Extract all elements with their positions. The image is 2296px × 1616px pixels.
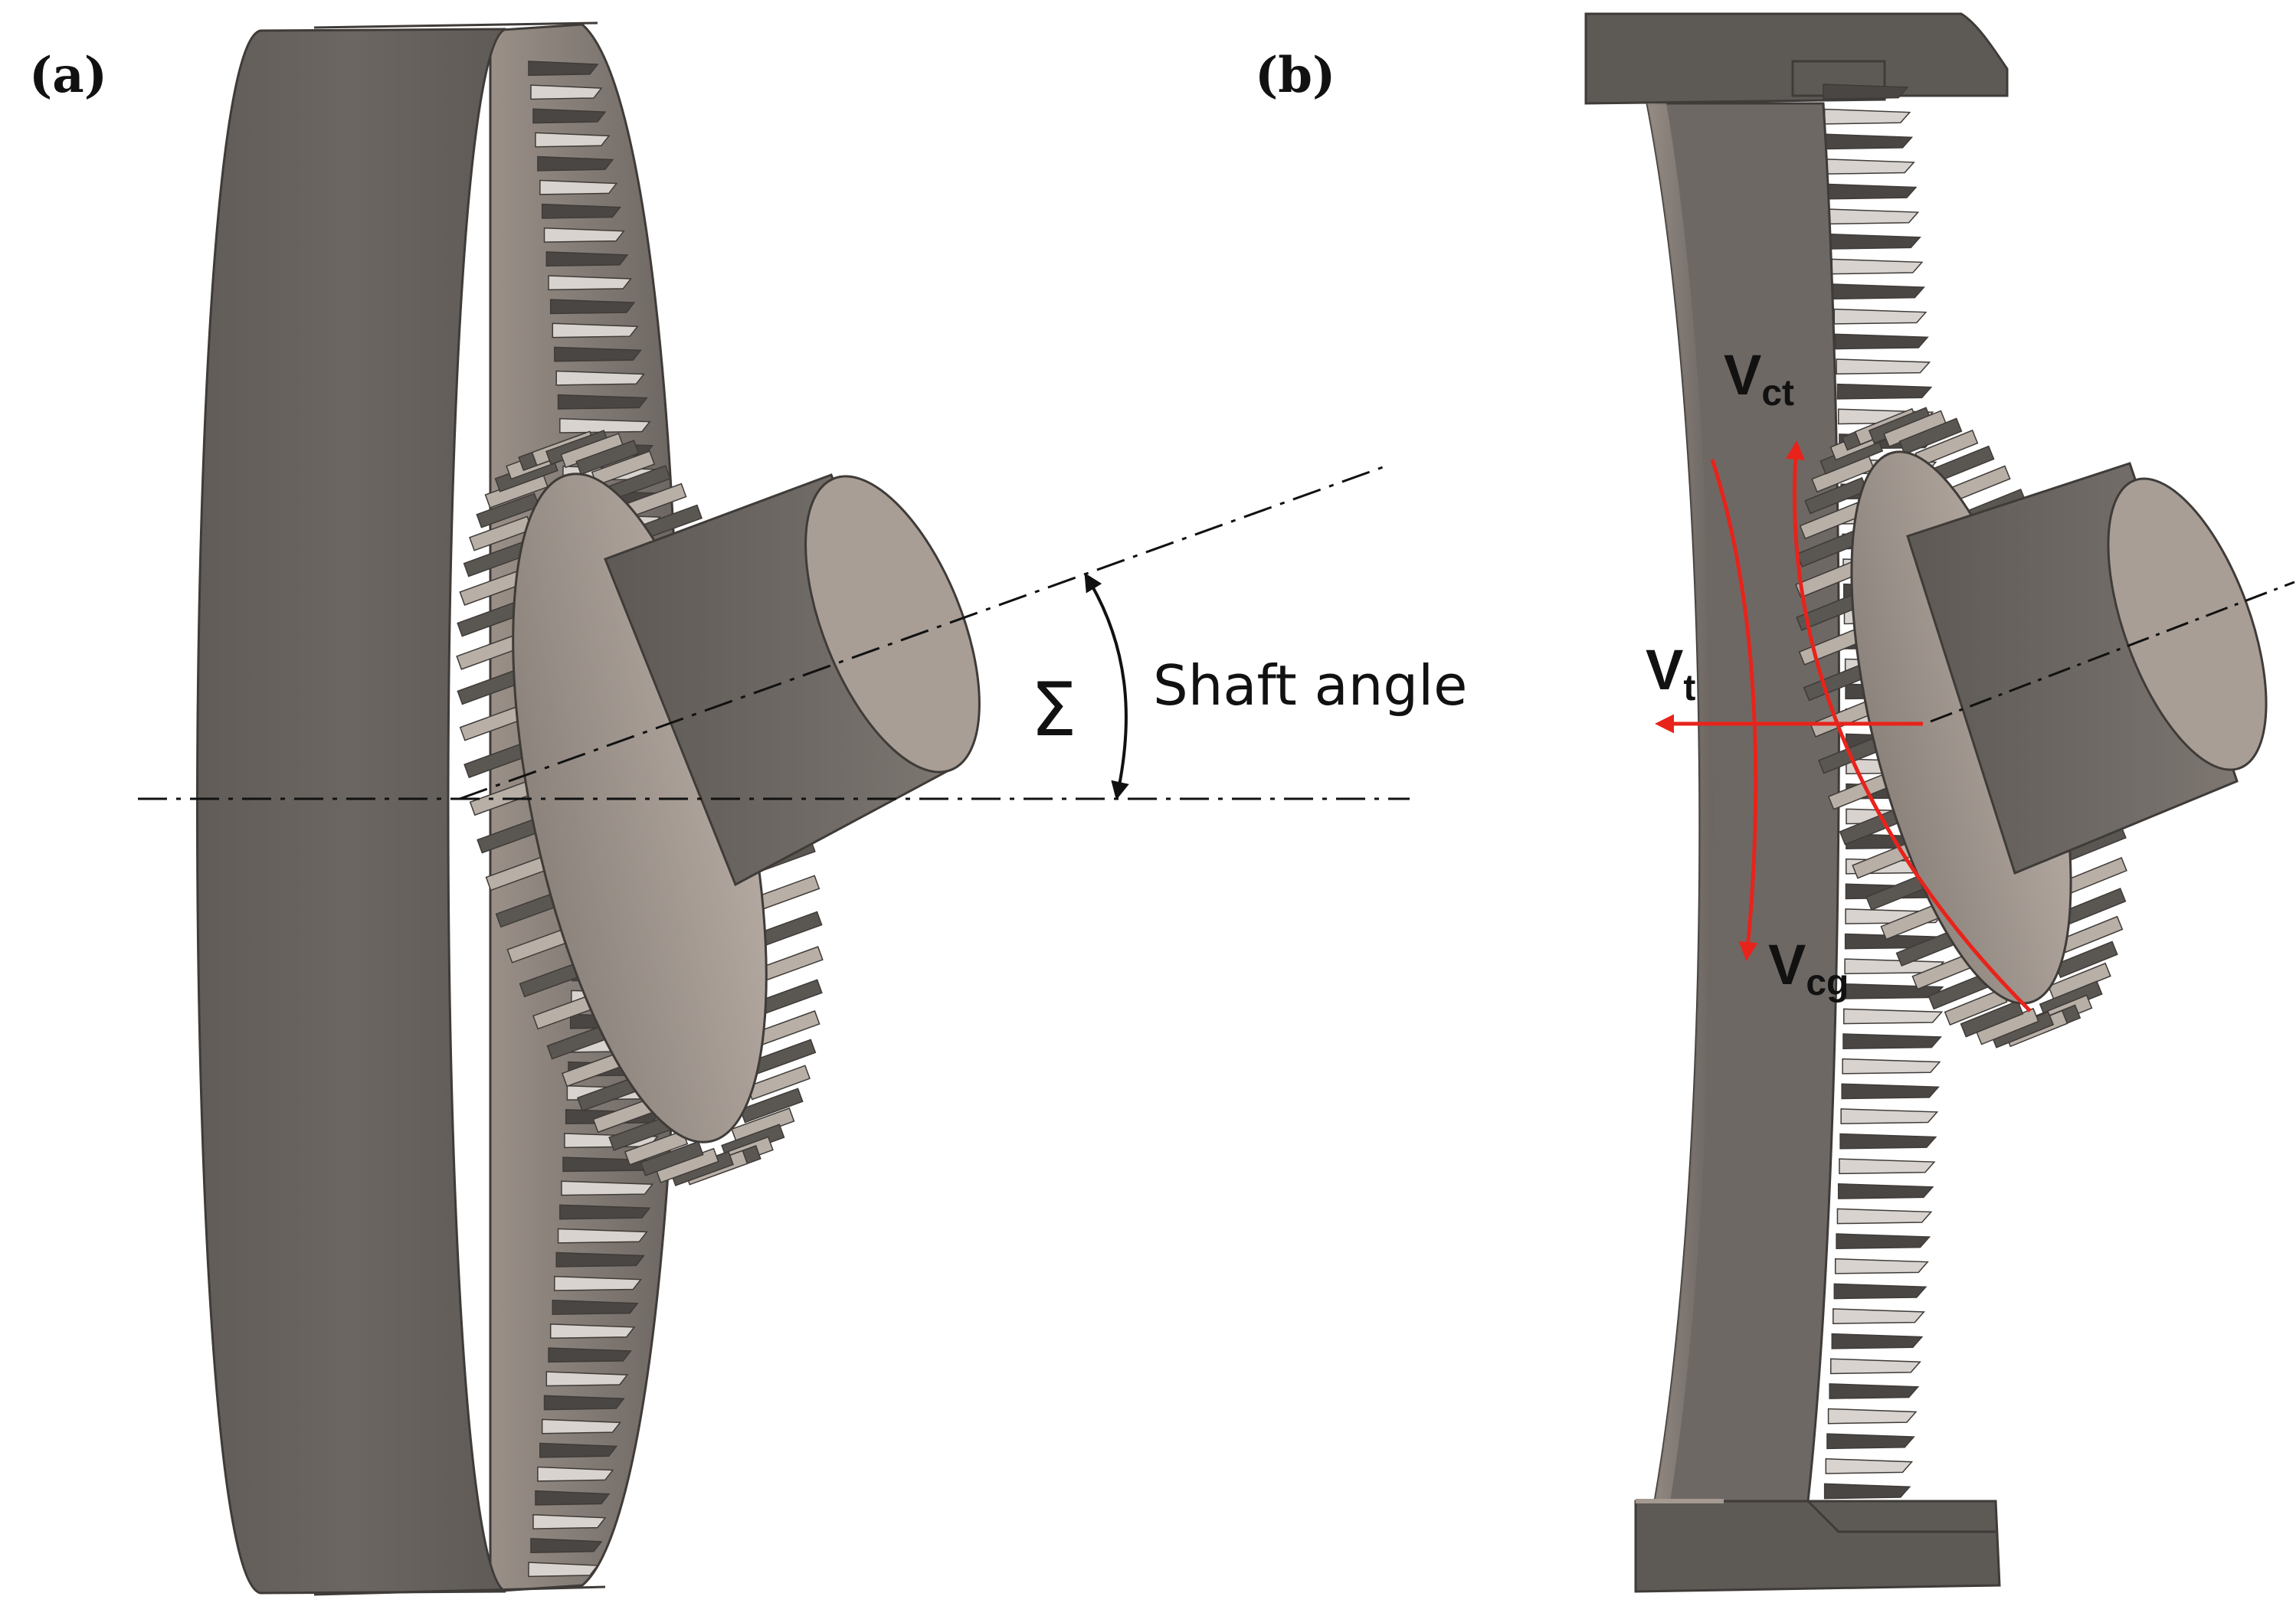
ring-tooth [559, 417, 651, 433]
ring-tooth-b [1843, 1008, 1944, 1025]
ring-tooth [528, 1562, 599, 1578]
pinion-tooth [476, 492, 540, 528]
pinion-axis-b [1930, 581, 2295, 723]
ring-tooth [545, 251, 629, 267]
ring-tooth-b [1829, 1358, 1921, 1375]
vt-label: Vt [1646, 638, 1695, 708]
pinion-tooth [758, 911, 823, 947]
pinion-tooth [756, 875, 820, 911]
ring-tooth [532, 108, 607, 124]
ring-tooth [530, 84, 603, 100]
ring-tooth-b [1837, 1183, 1934, 1199]
ring-tooth-b [1833, 1308, 1925, 1324]
shaft-angle-label: Shaft angle [1153, 653, 1467, 718]
ring-tooth-b [1839, 1133, 1937, 1150]
vct-arrow [1785, 440, 2032, 1012]
ring-tooth [555, 1251, 645, 1268]
ring-tooth-b [1831, 258, 1924, 275]
ring-tooth [541, 203, 621, 219]
shaft-angle-arrow [1084, 572, 1129, 800]
ring-tooth [549, 1323, 636, 1340]
ring-tooth [548, 275, 632, 291]
ring-tooth [548, 1347, 632, 1363]
ring-tooth-b [1826, 159, 1915, 175]
panel-a-label: (a) [29, 47, 107, 104]
sigma-symbol: Σ [1030, 667, 1077, 753]
pinion-tooth [2064, 857, 2127, 895]
ring-tooth [541, 1418, 621, 1434]
ring-tooth [528, 61, 599, 77]
ring-tooth-b [1825, 133, 1914, 150]
ring-tooth [543, 227, 625, 243]
pinion-shaft [604, 473, 981, 887]
pinion-tooth [640, 1140, 704, 1176]
vcg-arrow [1710, 459, 1758, 961]
vct-label: Vct [1724, 343, 1794, 414]
ring-gear-body [196, 21, 681, 1596]
ring-tooth-b [1829, 1383, 1920, 1399]
ring-tooth-b [1839, 1158, 1936, 1175]
ring-tooth [561, 1180, 654, 1196]
ring-tooth-b [1831, 1333, 1924, 1349]
ring-tooth [559, 1204, 651, 1220]
pinion-gear [456, 430, 824, 1186]
ring-tooth-b [1826, 1433, 1915, 1450]
pinion-tooth [575, 440, 640, 476]
pinion-tooth [739, 1088, 804, 1124]
panel-b-label: (b) [1255, 47, 1335, 104]
ring-tooth [537, 155, 614, 172]
ring-tooth [535, 1490, 611, 1506]
pinion-tooth [1960, 999, 2024, 1038]
ring-tooth-b [1836, 383, 1933, 400]
ring-tooth-b [1823, 1483, 1911, 1500]
ring-tooth [537, 1466, 614, 1482]
pinion-axis [459, 466, 1384, 800]
ring-tooth-b [1829, 234, 1921, 250]
ring-tooth-b [1836, 358, 1931, 375]
ring-tooth-b [1843, 983, 1944, 999]
axis-lines [138, 466, 1410, 800]
ring-tooth [557, 1228, 648, 1244]
ring-tooth [539, 1442, 618, 1458]
ring-tooth [530, 1538, 603, 1554]
ring-tooth [549, 299, 636, 315]
ring-tooth-b [1833, 1283, 1928, 1300]
ring-tooth-b [1823, 83, 1909, 100]
ring-tooth-b [1834, 333, 1929, 350]
ring-tooth [554, 346, 642, 362]
panel-b-gear-section: (b) [1255, 12, 2295, 1593]
ring-tooth-b [1823, 108, 1911, 125]
ring-tooth [554, 1275, 642, 1291]
ring-tooth-b [1842, 1033, 1942, 1050]
ring-tooth-b [1833, 308, 1928, 325]
ring-tooth-b [1836, 1233, 1931, 1250]
pinion-tooth [1898, 417, 1963, 456]
ring-tooth [535, 132, 611, 148]
velocity-vectors [1655, 440, 2032, 1012]
ring-tooth-b [1825, 1457, 1914, 1474]
ring-tooth-b [1834, 1258, 1929, 1274]
ring-tooth-b [1833, 283, 1925, 300]
ring-tooth-b [1829, 208, 1920, 225]
pinion-shaft-b [1906, 462, 2295, 875]
pinion-tooth [759, 946, 824, 982]
ring-tooth [543, 1395, 625, 1411]
vcg-label: Vcg [1768, 933, 1849, 1003]
ring-tooth [545, 1371, 629, 1387]
ring-tooth [557, 394, 648, 410]
ring-tooth [532, 1513, 607, 1529]
ring-tooth-b [1836, 1208, 1933, 1225]
ring-tooth-b [1841, 1083, 1940, 1100]
ring-tooth [539, 179, 618, 195]
ring-tooth [555, 370, 645, 386]
ring-tooth-b [1827, 1408, 1918, 1425]
ring-tooth [552, 1300, 639, 1315]
ring-tooth-b [1840, 1108, 1939, 1124]
panel-a-full-internal-gear: (a) Σ Shaft [29, 21, 1467, 1596]
pinion-tooth [758, 979, 823, 1015]
ring-tooth-b [1842, 1058, 1941, 1075]
ring-tooth-b [1827, 183, 1918, 200]
ring-tooth [552, 322, 639, 339]
